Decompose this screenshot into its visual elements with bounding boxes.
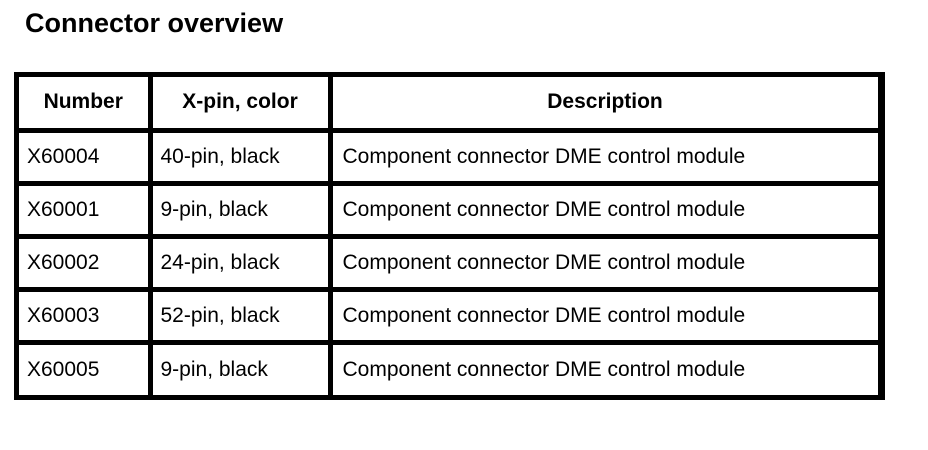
connector-overview-table: Number X-pin, color Description X60004 4… (14, 72, 885, 400)
cell-xpin-color: 40-pin, black (150, 130, 333, 183)
table-body: X60004 40-pin, black Component connector… (19, 130, 883, 395)
column-header-description: Description (330, 77, 883, 133)
cell-description: Component connector DME control module (330, 233, 883, 289)
cell-description: Component connector DME control module (330, 339, 883, 395)
table-head: Number X-pin, color Description (19, 77, 883, 133)
table-row: X60003 52-pin, black Component connector… (19, 286, 883, 342)
cell-xpin-color: 52-pin, black (150, 286, 333, 342)
cell-xpin-color: 9-pin, black (150, 180, 333, 236)
cell-number: X60005 (19, 339, 153, 395)
table-row: X60002 24-pin, black Component connector… (19, 233, 883, 289)
column-header-number: Number (19, 77, 153, 133)
table: Number X-pin, color Description X60004 4… (19, 77, 883, 395)
cell-number: X60003 (19, 286, 153, 342)
cell-number: X60004 (19, 130, 153, 183)
cell-xpin-color: 24-pin, black (150, 233, 333, 289)
column-header-xpin-color: X-pin, color (150, 77, 333, 133)
cell-description: Component connector DME control module (330, 180, 883, 236)
cell-number: X60001 (19, 180, 153, 236)
cell-number: X60002 (19, 233, 153, 289)
cell-description: Component connector DME control module (330, 286, 883, 342)
table-row: X60005 9-pin, black Component connector … (19, 339, 883, 395)
table-row: X60001 9-pin, black Component connector … (19, 180, 883, 236)
page-title: Connector overview (25, 8, 284, 38)
cell-description: Component connector DME control module (330, 130, 883, 183)
table-row: X60004 40-pin, black Component connector… (19, 130, 883, 183)
cell-xpin-color: 9-pin, black (150, 339, 333, 395)
table-header-row: Number X-pin, color Description (19, 77, 883, 133)
